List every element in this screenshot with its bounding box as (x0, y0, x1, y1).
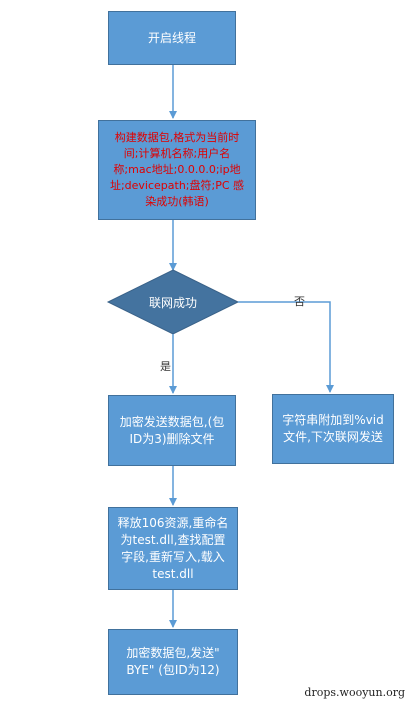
node-encrypt-send: 加密发送数据包,(包ID为3)删除文件 (108, 395, 236, 466)
node-build-packet-label: 构建数据包,格式为当前时间;计算机名称;用户名称;mac地址;0.0.0.0;i… (109, 131, 245, 208)
watermark: drops.wooyun.org (304, 686, 405, 699)
node-encrypt-bye: 加密数据包,发送" BYE" (包ID为12) (108, 629, 238, 695)
node-build-packet: 构建数据包,格式为当前时间;计算机名称;用户名称;mac地址;0.0.0.0;i… (98, 120, 256, 220)
label-yes: 是 (160, 360, 171, 373)
node-release-resource: 释放106资源,重命名为test.dll,查找配置字段,重新写入,载入test.… (108, 507, 238, 590)
arrow-decision-no (238, 301, 334, 393)
node-append-string: 字符串附加到%vid文件,下次联网发送 (272, 394, 394, 464)
node-encrypt-bye-label: 加密数据包,发送" BYE" (包ID为12) (126, 646, 220, 677)
node-start-thread-label: 开启线程 (147, 30, 196, 45)
node-append-string-label: 字符串附加到%vid文件,下次联网发送 (282, 413, 384, 444)
node-release-resource-label: 释放106资源,重命名为test.dll,查找配置字段,重新写入,载入test.… (117, 515, 229, 581)
node-encrypt-send-label: 加密发送数据包,(包ID为3)删除文件 (119, 414, 225, 446)
decision-label: 联网成功 (148, 296, 197, 310)
label-no: 否 (294, 295, 305, 308)
node-start-thread: 开启线程 (108, 11, 236, 65)
